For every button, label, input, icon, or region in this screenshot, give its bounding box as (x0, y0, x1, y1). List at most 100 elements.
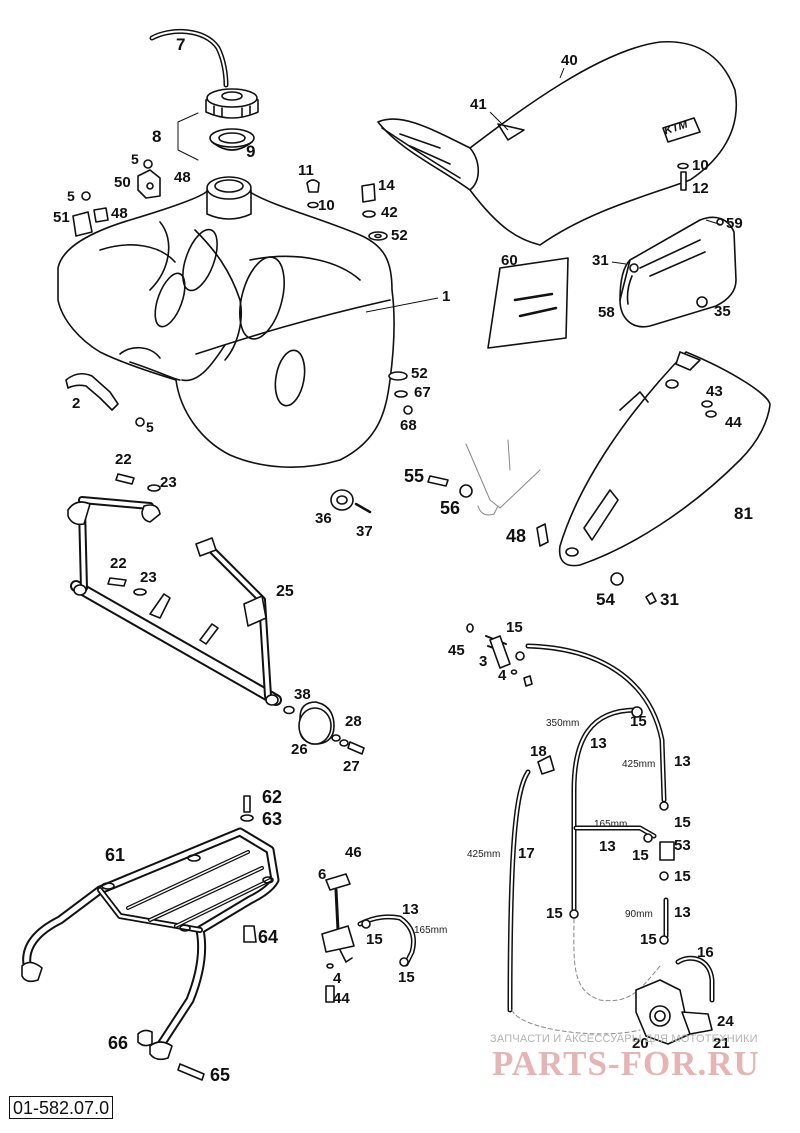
callout-15: 15 (630, 713, 647, 730)
callout-26: 26 (291, 741, 308, 758)
dimension-165mm: 165mm (594, 819, 628, 830)
callout-63: 63 (262, 809, 283, 829)
callout-52: 52 (391, 227, 408, 244)
callout-10: 10 (318, 197, 335, 214)
callout-50: 50 (114, 174, 131, 191)
callout-44: 44 (725, 414, 742, 431)
callout-15: 15 (398, 969, 415, 986)
callout-13: 13 (590, 735, 607, 752)
callout-54: 54 (596, 590, 615, 609)
callout-5: 5 (131, 151, 139, 167)
callout-3: 3 (479, 653, 488, 670)
callout-52: 52 (411, 365, 428, 382)
callout-68: 68 (400, 417, 417, 434)
callout-46: 46 (345, 844, 362, 861)
callout-22: 22 (115, 451, 132, 468)
callout-44: 44 (333, 990, 350, 1007)
callout-24: 24 (717, 1013, 734, 1030)
callout-60: 60 (501, 252, 518, 269)
callout-58: 58 (598, 304, 615, 321)
callout-15: 15 (366, 931, 383, 948)
tank-fasteners-bottom (388, 371, 413, 415)
callout-15: 15 (674, 814, 691, 831)
callout-48: 48 (111, 205, 128, 222)
diagram-part-number: 01-582.07.0 (9, 1096, 114, 1119)
callout-22: 22 (110, 555, 127, 572)
breather-hose (149, 28, 229, 88)
callout-25: 25 (276, 583, 294, 600)
callout-67: 67 (414, 384, 431, 401)
callout-31: 31 (660, 590, 679, 609)
luggage-rack (21, 827, 280, 1061)
callout-15: 15 (632, 847, 649, 864)
callout-40: 40 (561, 52, 578, 69)
callout-66: 66 (108, 1033, 129, 1053)
callout-12: 12 (692, 180, 709, 197)
dimension-165mm: 165mm (414, 925, 448, 936)
seat (377, 40, 738, 246)
callout-23: 23 (140, 569, 157, 586)
callout-42: 42 (381, 204, 398, 221)
callout-56: 56 (440, 498, 461, 518)
callout-4: 4 (333, 970, 342, 987)
fuel-hose-system (466, 623, 715, 1045)
bracket-hardware-left (72, 159, 161, 237)
tank-fasteners-top (306, 179, 388, 241)
callout-38: 38 (294, 686, 311, 703)
callout-45: 45 (448, 642, 465, 659)
callout-59: 59 (726, 215, 743, 232)
dimension-425mm: 425mm (467, 849, 501, 860)
callout-62: 62 (262, 787, 283, 807)
callout-15: 15 (640, 931, 657, 948)
callout-4: 4 (498, 667, 507, 684)
callout-36: 36 (315, 510, 332, 527)
callout-17: 17 (518, 845, 535, 862)
callout-13: 13 (674, 753, 691, 770)
fuel-tank (57, 176, 395, 468)
callout-7: 7 (176, 35, 186, 54)
tool-box (619, 216, 737, 328)
callout-35: 35 (714, 303, 731, 320)
callout-41: 41 (470, 96, 487, 113)
callout-31: 31 (592, 252, 609, 269)
callout-64: 64 (258, 927, 279, 947)
callout-61: 61 (105, 845, 126, 865)
callout-15: 15 (546, 905, 563, 922)
dimension-350mm: 350mm (546, 718, 580, 729)
callout-37: 37 (356, 523, 373, 540)
fuel-tap (321, 873, 355, 1003)
callout-28: 28 (345, 713, 362, 730)
seat-decal (487, 257, 569, 349)
callout-48: 48 (174, 169, 191, 186)
callout-15: 15 (674, 868, 691, 885)
callout-81: 81 (734, 504, 753, 523)
cap-seal (209, 128, 255, 151)
callout-23: 23 (160, 474, 177, 491)
rubber-mount (283, 701, 365, 755)
callout-2: 2 (72, 395, 81, 412)
callout-5: 5 (67, 188, 75, 204)
callout-6: 6 (318, 866, 327, 883)
callout-14: 14 (378, 177, 395, 194)
fuel-cap (205, 88, 259, 119)
callout-21: 21 (713, 1035, 730, 1052)
callout-10: 10 (692, 157, 709, 174)
callout-48: 48 (506, 526, 527, 546)
callout-5: 5 (146, 419, 154, 435)
callout-20: 20 (632, 1035, 649, 1052)
callout-8: 8 (152, 127, 162, 146)
callout-65: 65 (210, 1065, 231, 1085)
callout-13: 13 (599, 838, 616, 855)
callout-27: 27 (343, 758, 360, 775)
callout-15: 15 (506, 619, 523, 636)
watermark-brand: PARTS-FOR.RU (492, 1044, 760, 1083)
callout-13: 13 (674, 904, 691, 921)
callout-11: 11 (298, 162, 314, 179)
callout-18: 18 (530, 743, 547, 760)
callout-43: 43 (706, 383, 723, 400)
side-panel (558, 351, 771, 567)
callout-55: 55 (404, 466, 425, 486)
callout-53: 53 (674, 837, 691, 854)
